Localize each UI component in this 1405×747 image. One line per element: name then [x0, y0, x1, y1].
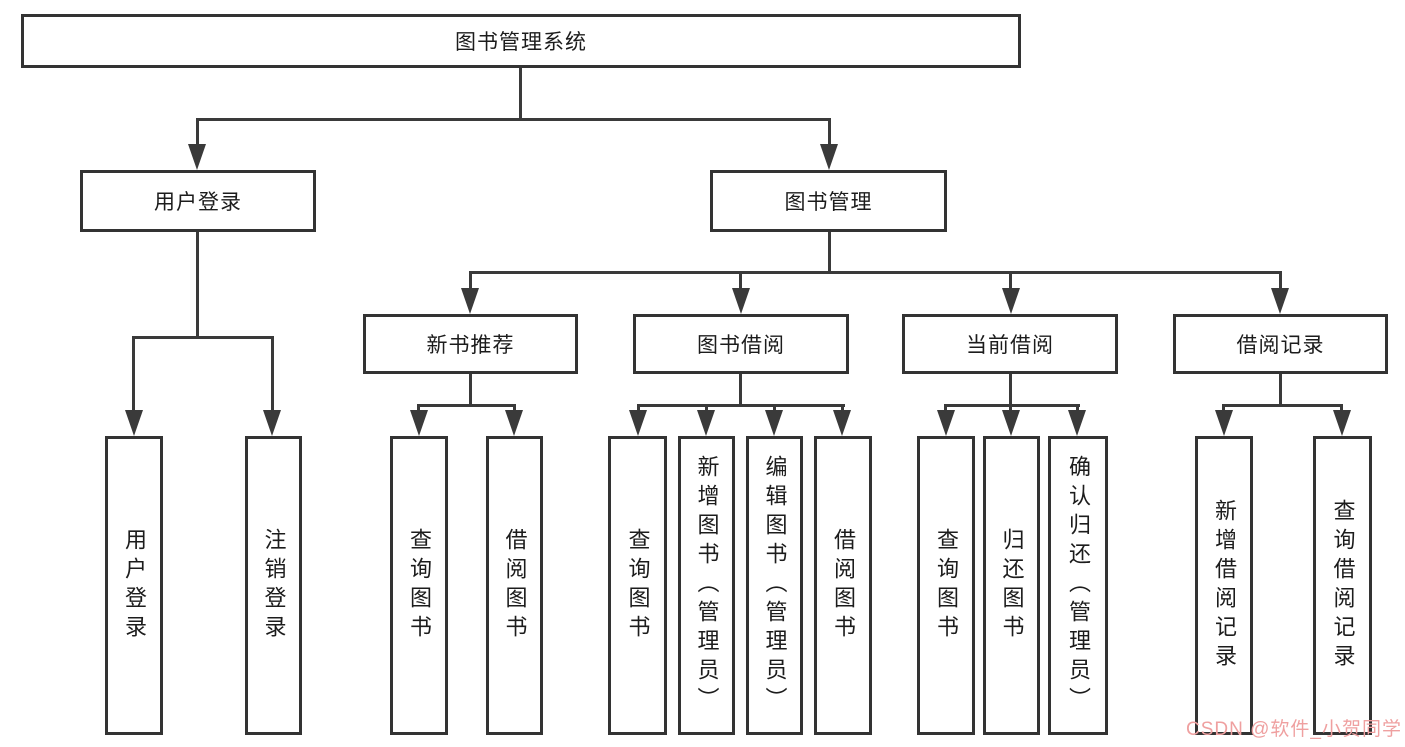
arrow-down-icon [629, 410, 647, 436]
connector-line [1279, 374, 1282, 404]
arrow-down-icon [1215, 410, 1233, 436]
arrow-down-icon [263, 410, 281, 436]
connector-line [196, 230, 199, 336]
node-label: 归还图书 [999, 527, 1025, 644]
node-label: 确认归还（管理员） [1066, 455, 1091, 716]
leaf-current-return-books: 归还图书 [983, 436, 1040, 735]
leaf-current-confirm-return-admin: 确认归还（管理员） [1048, 436, 1108, 735]
leaf-user-login: 用户登录 [105, 436, 163, 735]
node-label: 借阅图书 [831, 527, 856, 644]
node-label: 借阅记录 [1236, 334, 1325, 357]
node-label: 查询图书 [407, 527, 432, 644]
connector-line [828, 230, 831, 271]
arrow-down-icon [125, 410, 143, 436]
connector-line [417, 404, 516, 407]
connector-line [1279, 271, 1282, 293]
leaf-borrow-borrow-books: 借阅图书 [814, 436, 872, 735]
arrow-down-icon [1333, 410, 1351, 436]
node-root-system: 图书管理系统 [21, 14, 1021, 68]
arrow-down-icon [1068, 410, 1086, 436]
node-label: 查询借阅记录 [1330, 498, 1356, 673]
connector-line [271, 336, 274, 416]
arrow-down-icon [505, 410, 523, 436]
node-user-login: 用户登录 [80, 170, 316, 232]
connector-line [828, 118, 831, 148]
node-label: 用户登录 [122, 527, 147, 644]
arrow-down-icon [1002, 288, 1020, 314]
node-label: 查询图书 [625, 527, 651, 644]
arrow-down-icon [188, 144, 206, 170]
connector-line [1222, 404, 1343, 407]
arrow-down-icon [410, 410, 428, 436]
node-label: 用户登录 [154, 191, 242, 214]
arrow-down-icon [1002, 410, 1020, 436]
node-label: 编辑图书（管理员） [762, 455, 788, 716]
leaf-records-add-record: 新增借阅记录 [1195, 436, 1253, 735]
connector-line [469, 271, 1281, 274]
connector-line [637, 404, 845, 407]
node-label: 新增借阅记录 [1212, 498, 1237, 673]
connector-line [739, 271, 742, 293]
arrow-down-icon [937, 410, 955, 436]
connector-line [196, 118, 199, 148]
leaf-recommend-borrow-books: 借阅图书 [486, 436, 543, 735]
node-label: 图书管理 [784, 191, 873, 214]
node-label: 当前借阅 [966, 334, 1054, 357]
connector-line [1009, 374, 1012, 404]
leaf-user-logout: 注销登录 [245, 436, 302, 735]
arrow-down-icon [697, 410, 715, 436]
leaf-current-query-books: 查询图书 [917, 436, 975, 735]
connector-line [132, 336, 274, 339]
connector-line [197, 118, 831, 121]
leaf-recommend-query-books: 查询图书 [390, 436, 448, 735]
arrow-down-icon [461, 288, 479, 314]
node-label: 查询图书 [934, 527, 959, 644]
node-label: 图书借阅 [697, 334, 785, 357]
connector-line [132, 336, 135, 416]
node-borrow-records: 借阅记录 [1173, 314, 1388, 374]
node-label: 图书管理系统 [455, 31, 587, 54]
arrow-down-icon [820, 144, 838, 170]
arrow-down-icon [1271, 288, 1289, 314]
connector-line [469, 271, 472, 293]
node-new-book-recommend: 新书推荐 [363, 314, 578, 374]
connector-line [469, 374, 472, 404]
node-book-management: 图书管理 [710, 170, 947, 232]
leaf-borrow-add-books-admin: 新增图书（管理员） [678, 436, 735, 735]
node-book-borrow: 图书借阅 [633, 314, 849, 374]
node-current-borrow: 当前借阅 [902, 314, 1118, 374]
node-label: 注销登录 [261, 527, 287, 644]
node-label: 借阅图书 [502, 527, 528, 644]
arrow-down-icon [833, 410, 851, 436]
node-label: 新增图书（管理员） [694, 455, 720, 716]
connector-line [519, 66, 522, 118]
connector-line [1009, 271, 1012, 293]
node-label: 新书推荐 [426, 334, 515, 357]
arrow-down-icon [765, 410, 783, 436]
connector-line [739, 374, 742, 404]
leaf-borrow-edit-books-admin: 编辑图书（管理员） [746, 436, 803, 735]
leaf-borrow-query-books: 查询图书 [608, 436, 667, 735]
leaf-records-query-record: 查询借阅记录 [1313, 436, 1372, 735]
connector-line [944, 404, 1080, 407]
arrow-down-icon [732, 288, 750, 314]
csdn-watermark: CSDN @软件_小贺同学 [1186, 719, 1402, 740]
